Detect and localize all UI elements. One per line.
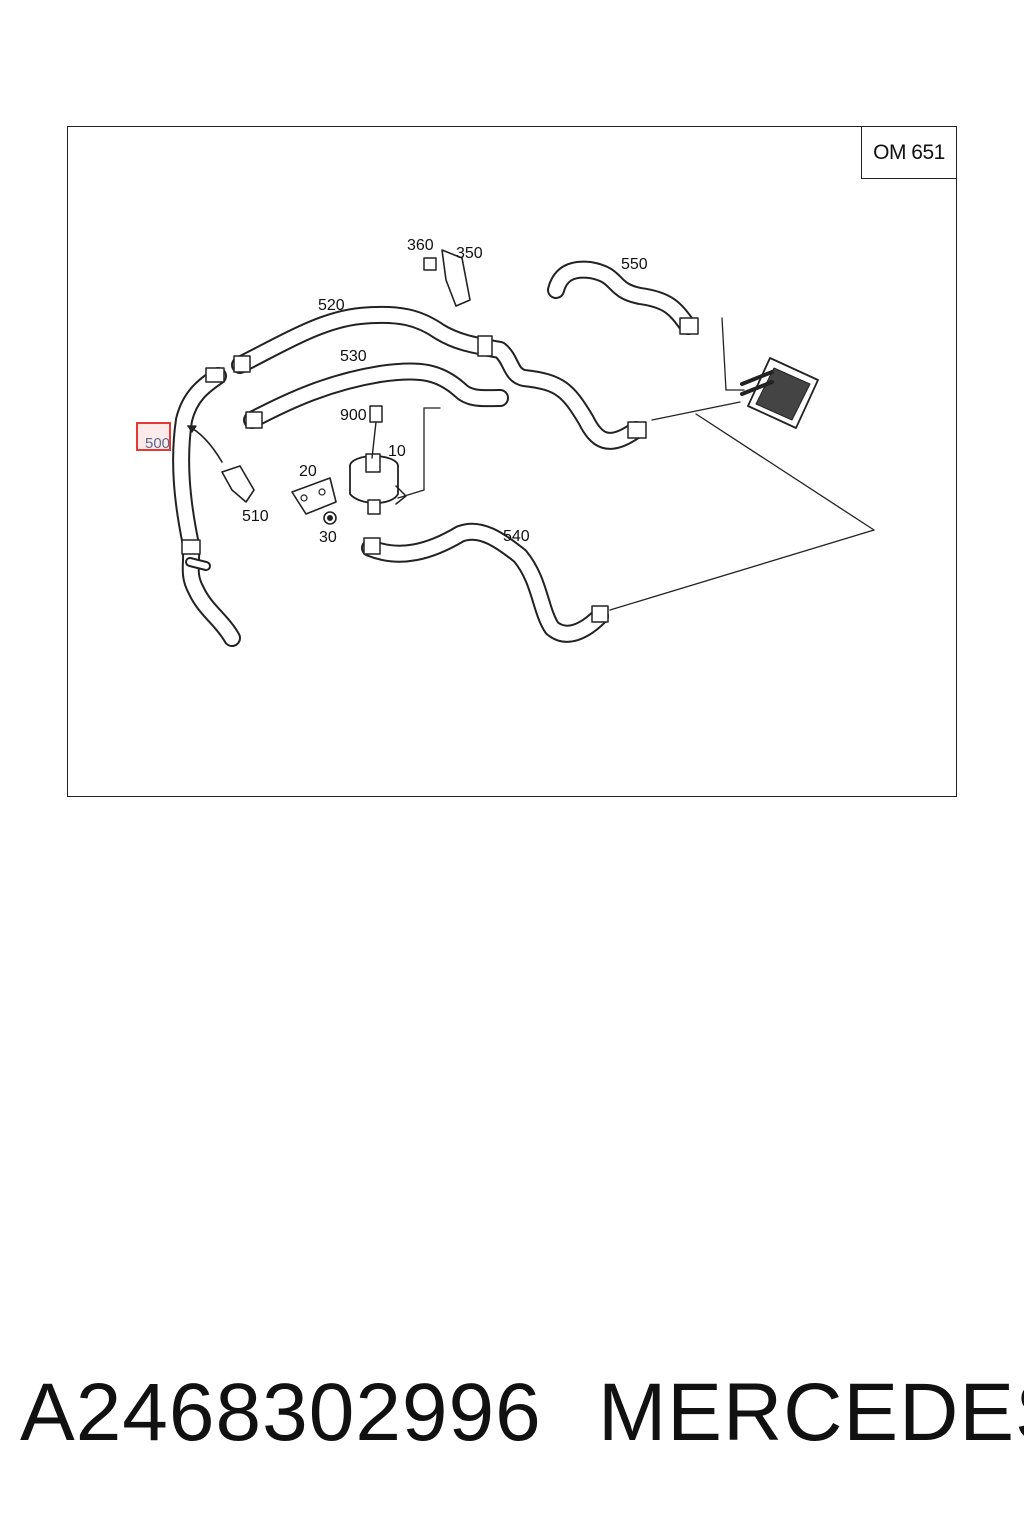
part-number: A2468302996 xyxy=(20,1367,542,1458)
bracket-20 xyxy=(291,477,337,515)
diagram-frame xyxy=(67,126,957,797)
callout-550: 550 xyxy=(621,256,648,273)
heater-core xyxy=(740,357,819,429)
callout-540: 540 xyxy=(503,528,530,545)
engine-code-label: OM 651 xyxy=(861,126,957,179)
hose-550 xyxy=(547,260,699,335)
callout-510: 510 xyxy=(242,508,269,525)
callout-350: 350 xyxy=(456,245,483,262)
hose-530 xyxy=(243,362,509,429)
callout-900: 900 xyxy=(340,407,367,424)
callout-360: 360 xyxy=(407,237,434,254)
nut-30 xyxy=(323,511,337,525)
hose-540 xyxy=(361,522,609,643)
callout-500: 500 xyxy=(145,435,171,452)
hose-500 xyxy=(172,367,241,647)
highlight-box-500[interactable] xyxy=(136,422,171,451)
callout-10: 10 xyxy=(388,443,406,460)
callout-20: 20 xyxy=(299,463,317,480)
clip-510 xyxy=(221,465,255,503)
callout-530: 530 xyxy=(340,348,367,365)
bracket-350 xyxy=(423,249,471,307)
sensor-900 xyxy=(369,405,383,459)
coolant-pump xyxy=(349,453,407,515)
callout-520: 520 xyxy=(318,297,345,314)
brand-name: MERCEDES xyxy=(598,1367,1024,1458)
hose-520 xyxy=(231,305,647,450)
callout-30: 30 xyxy=(319,529,337,546)
